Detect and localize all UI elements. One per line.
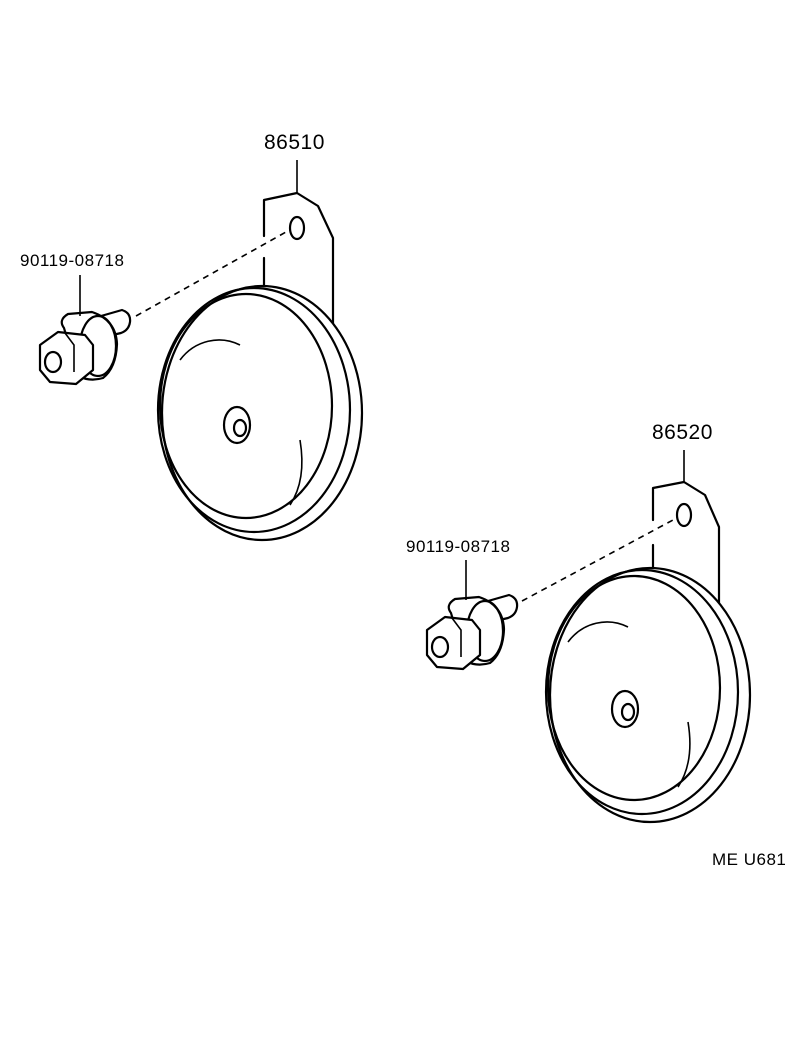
horn-body-upper (156, 284, 364, 542)
horn-center-boss-lower (610, 689, 640, 729)
part-number-lower-bolt: 90119-08718 (406, 537, 511, 556)
horn-body-lower (544, 566, 752, 824)
alignment-line-upper (135, 231, 287, 317)
bracket-hole-upper (288, 215, 306, 241)
part-number-lower-horn: 86520 (652, 421, 713, 444)
bolt-upper (38, 275, 132, 386)
bolt-end-lower (430, 635, 450, 659)
mounting-bracket-upper (262, 191, 335, 357)
horn-assembly-lower (425, 450, 752, 824)
bolt-end-upper (43, 350, 63, 374)
horn-assembly-upper (38, 160, 364, 542)
part-number-upper-bolt: 90119-08718 (20, 251, 125, 270)
horn-center-boss-upper (222, 405, 252, 445)
bolt-lower (425, 560, 519, 671)
bracket-hole-lower (675, 502, 693, 528)
figure-code: ME U681 (712, 850, 787, 869)
part-number-upper-horn: 86510 (264, 131, 325, 154)
